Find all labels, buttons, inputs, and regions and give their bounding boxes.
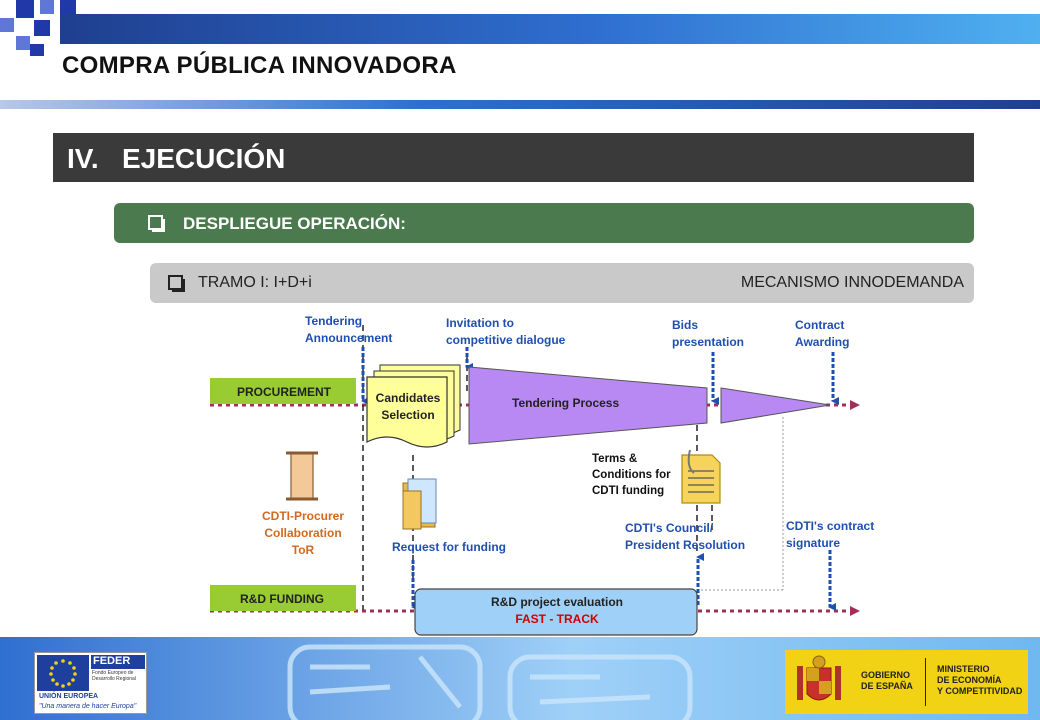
divider — [925, 658, 926, 706]
bullet-tramo: TRAMO I: I+D+i MECANISMO INNODEMANDA — [150, 263, 974, 303]
logo-square — [60, 0, 76, 16]
bullet-label: TRAMO I: I+D+i — [198, 274, 312, 291]
logo-square — [16, 0, 34, 18]
tendering-process-label: Tendering Process — [512, 396, 619, 410]
logo-square — [34, 20, 50, 36]
spain-coat-of-arms-icon — [797, 655, 841, 701]
logo-square — [30, 44, 44, 56]
evaluation-box — [414, 588, 698, 636]
funding-lane-label: R&D FUNDING — [240, 592, 324, 606]
motto-label: "Una manera de hacer Europa" — [39, 703, 137, 710]
logo-square — [16, 36, 30, 50]
collaboration-scroll-icon — [290, 452, 314, 500]
section-title: IV. EJECUCIÓN — [67, 143, 286, 174]
page-title: COMPRA PÚBLICA INNOVADORA — [62, 52, 457, 79]
union-label: UNIÓN EUROPEA — [39, 693, 99, 700]
bullet-despliegue: DESPLIEGUE OPERACIÓN: — [114, 203, 974, 243]
council-label: CDTI's Council/President Resolution — [625, 521, 745, 552]
bullet-label: DESPLIEGUE OPERACIÓN: — [183, 214, 406, 233]
coat-of-arms-watermark — [287, 644, 693, 720]
logo-square — [0, 18, 14, 32]
eu-flag-icon — [37, 655, 89, 691]
header-bar — [60, 14, 1040, 44]
header-divider — [0, 100, 1040, 109]
evaluation-subtitle: FAST - TRACK — [515, 612, 599, 626]
checkbox-bullet-icon — [168, 275, 183, 290]
logo-square — [40, 0, 54, 14]
request-funding-label: Request for funding — [392, 540, 506, 554]
checkbox-bullet-icon — [148, 215, 163, 230]
tendering-process-shape — [468, 366, 708, 445]
funding-lane — [210, 585, 356, 611]
mechanism-label: MECANISMO INNODEMANDA — [740, 274, 964, 291]
final-funnel-shape — [720, 387, 831, 424]
procurement-lane-label: PROCUREMENT — [237, 385, 332, 399]
evaluation-title: R&D project evaluation — [491, 595, 623, 609]
section-banner: IV. EJECUCIÓN — [53, 133, 974, 182]
terms-document-icon — [681, 454, 721, 504]
procurement-lane — [210, 378, 356, 404]
candidates-selection-doc — [366, 376, 448, 448]
feder-label: FEDER — [91, 655, 145, 669]
